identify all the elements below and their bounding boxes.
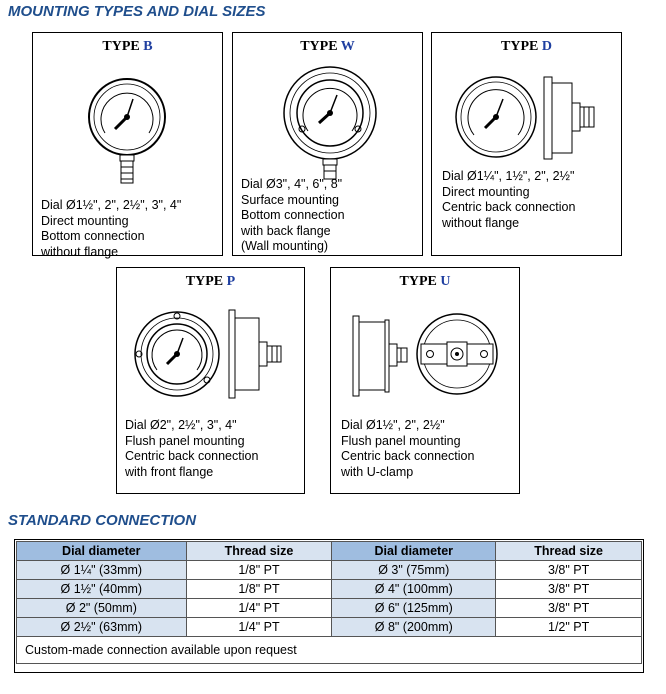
dial-cell: Ø 3" (75mm) — [331, 560, 497, 580]
thread-cell: 1/4" PT — [185, 617, 333, 637]
card-type-w: TYPE W Dial Ø3", 4", 6", 8"Surface mount… — [232, 32, 423, 256]
gauge-panel-flange-icon — [134, 309, 282, 399]
thread-cell: 3/8" PT — [495, 560, 642, 580]
thread-cell: 1/8" PT — [185, 579, 333, 599]
thread-cell: 1/4" PT — [185, 598, 333, 618]
card-title: TYPE B — [102, 39, 153, 54]
card-title: TYPE P — [185, 274, 236, 289]
card-type-d: TYPE D Dial Ø1¼", 1½", 2", 2½"Direct mou… — [431, 32, 622, 256]
connection-table: Dial diameter Thread size Dial diameter … — [16, 541, 642, 664]
custom-connection-note: Custom-made connection available upon re… — [16, 636, 642, 664]
thread-cell: 3/8" PT — [495, 598, 642, 618]
gauge-wall-icon — [283, 66, 377, 180]
table-note-row: Custom-made connection available upon re… — [16, 636, 642, 664]
header-dial-diameter: Dial diameter — [331, 541, 497, 561]
table-row: Ø 2" (50mm) 1/4" PT Ø 6" (125mm) 3/8" PT — [16, 598, 642, 618]
header-thread-size: Thread size — [495, 541, 642, 561]
table-header-row: Dial diameter Thread size Dial diameter … — [16, 541, 642, 561]
thread-cell: 3/8" PT — [495, 579, 642, 599]
header-thread-size: Thread size — [185, 541, 333, 561]
card-type-p: TYPE P Dial Ø2", 2½", 3", 4"Flush panel … — [116, 267, 305, 494]
table-row: Ø 1½" (40mm) 1/8" PT Ø 4" (100mm) 3/8" P… — [16, 579, 642, 599]
mounting-types-heading: MOUNTING TYPES AND DIAL SIZES — [8, 3, 266, 20]
dial-cell: Ø 1¼" (33mm) — [16, 560, 187, 580]
gauge-u-clamp-icon — [352, 313, 498, 397]
table-row: Ø 1¼" (33mm) 1/8" PT Ø 3" (75mm) 3/8" PT — [16, 560, 642, 580]
standard-connection-heading: STANDARD CONNECTION — [8, 512, 197, 529]
dial-cell: Ø 8" (200mm) — [331, 617, 497, 637]
table-row: Ø 2½" (63mm) 1/4" PT Ø 8" (200mm) 1/2" P… — [16, 617, 642, 637]
card-type-u: TYPE U Dial Ø1½", 2", 2½"Flush panel mou… — [330, 267, 520, 494]
card-description: Dial Ø1½", 2", 2½", 3", 4"Direct mountin… — [41, 198, 182, 259]
card-title: TYPE U — [399, 274, 451, 289]
card-description: Dial Ø2", 2½", 3", 4"Flush panel mountin… — [125, 418, 259, 479]
card-title: TYPE W — [300, 39, 355, 54]
card-title: TYPE D — [501, 39, 552, 54]
thread-cell: 1/8" PT — [185, 560, 333, 580]
header-dial-diameter: Dial diameter — [16, 541, 187, 561]
dial-cell: Ø 2½" (63mm) — [16, 617, 187, 637]
gauge-back-icon — [455, 76, 595, 160]
dial-cell: Ø 4" (100mm) — [331, 579, 497, 599]
gauge-bottom-icon — [88, 78, 166, 184]
thread-cell: 1/2" PT — [495, 617, 642, 637]
dial-cell: Ø 1½" (40mm) — [16, 579, 187, 599]
dial-cell: Ø 2" (50mm) — [16, 598, 187, 618]
card-type-b: TYPE B Dial Ø1½", 2", 2½", 3", 4"Direct … — [32, 32, 223, 259]
dial-cell: Ø 6" (125mm) — [331, 598, 497, 618]
